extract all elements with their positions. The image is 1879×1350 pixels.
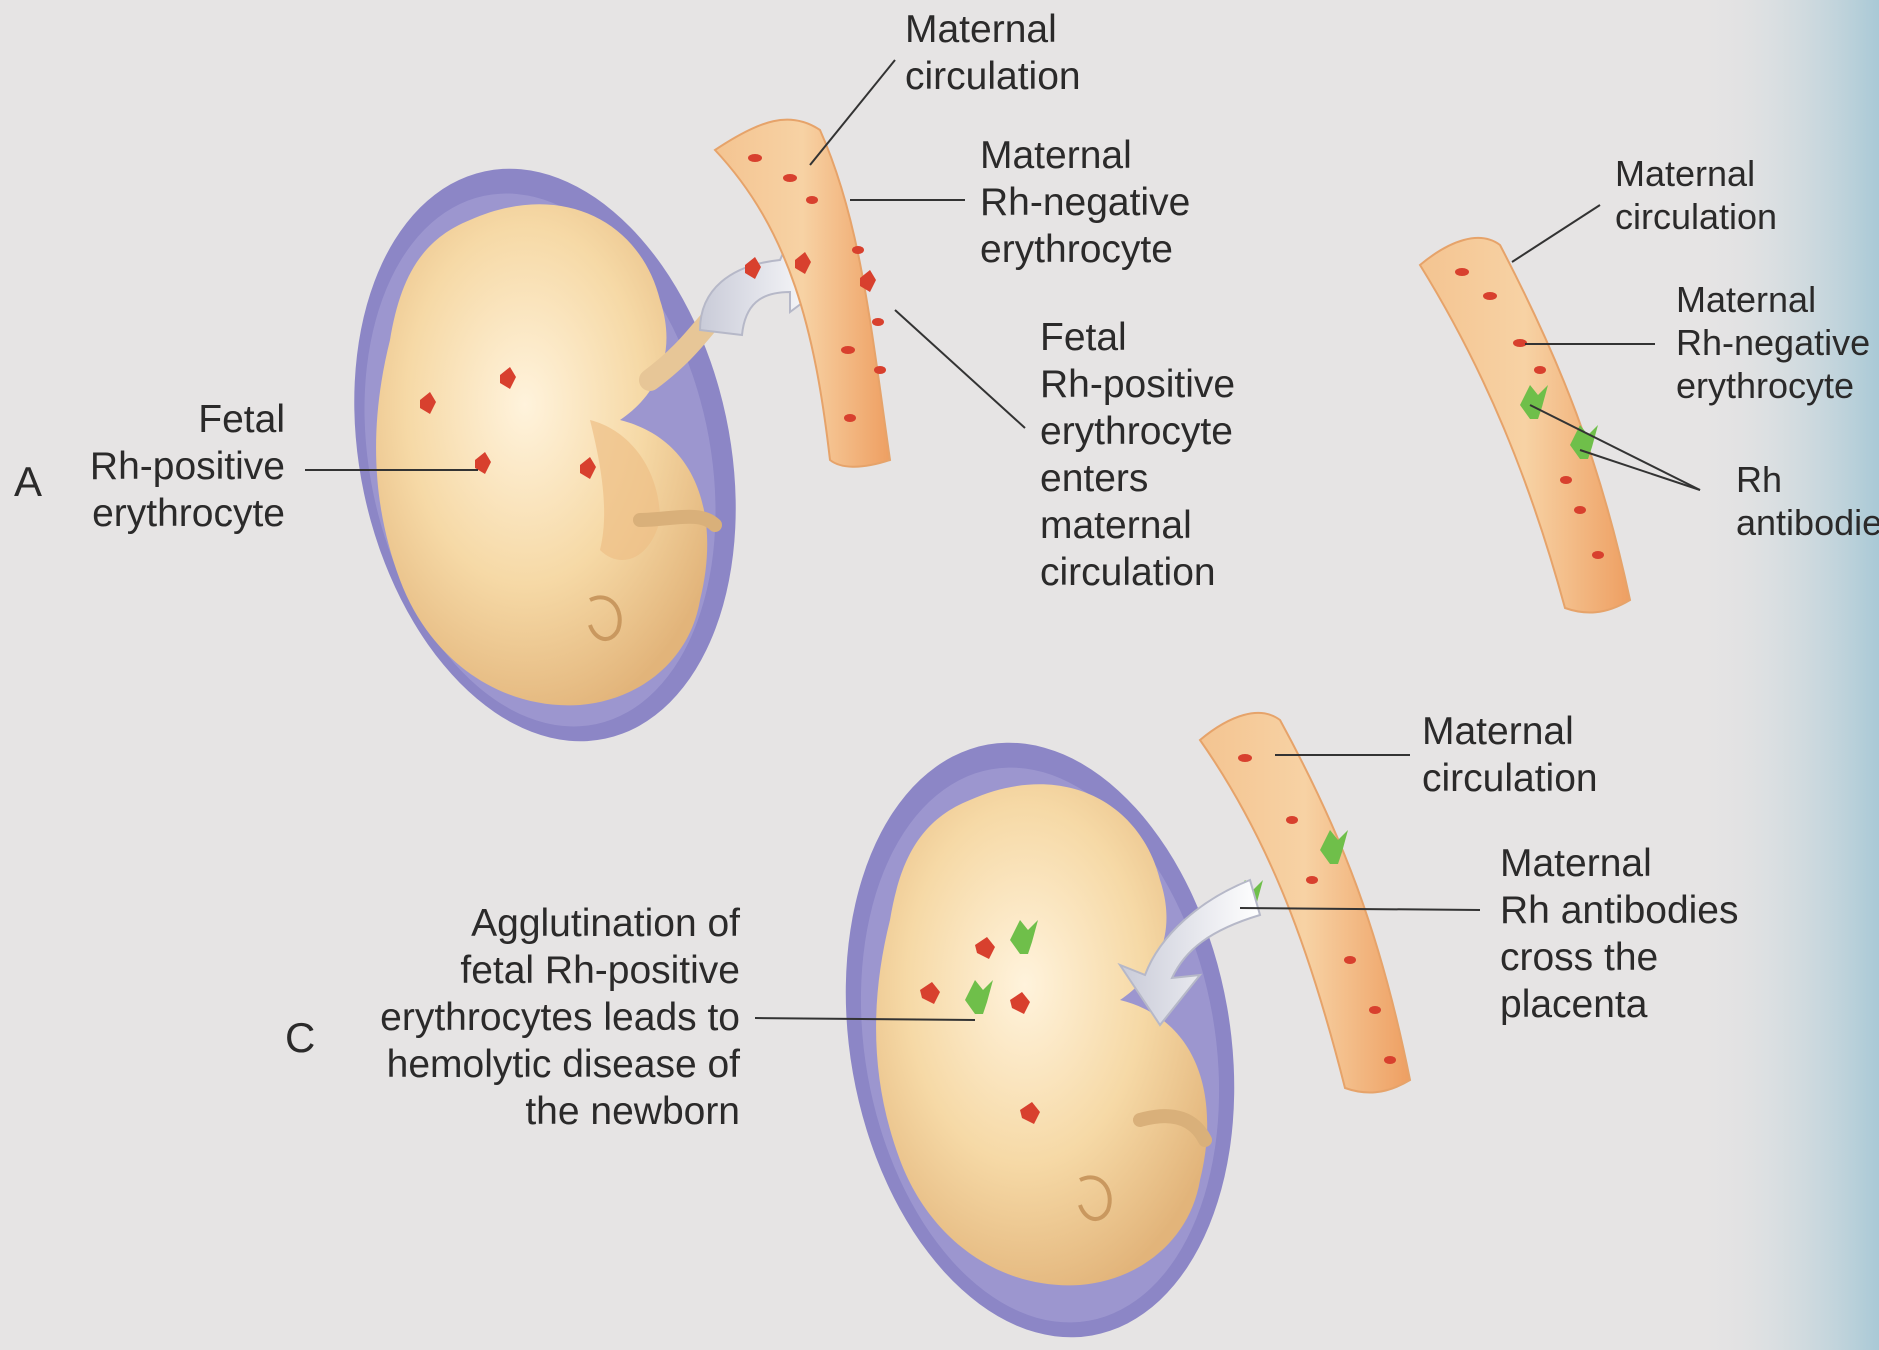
label-b-maternal-rh-negative: Maternal Rh-negative erythrocyte [1676, 278, 1870, 407]
panel-a-letter: A [14, 458, 42, 506]
label-c-maternal-antibodies-cross: Maternal Rh antibodies cross the placent… [1500, 840, 1739, 1028]
label-c-maternal-circulation: Maternal circulation [1422, 708, 1598, 802]
panel-b-illustration [1420, 238, 1630, 613]
panel-c-illustration [801, 712, 1410, 1350]
panel-a-illustration [304, 120, 890, 778]
label-b-rh-antibodies: Rh antibodies [1736, 458, 1879, 544]
label-a-fetal-rh-positive: Fetal Rh-positive erythrocyte [40, 396, 285, 537]
label-c-agglutination: Agglutination of fetal Rh-positive eryth… [340, 900, 740, 1135]
label-b-maternal-circulation: Maternal circulation [1615, 152, 1777, 238]
label-a-fetal-enters: Fetal Rh-positive erythrocyte enters mat… [1040, 314, 1235, 596]
label-a-maternal-rh-negative: Maternal Rh-negative erythrocyte [980, 132, 1190, 273]
label-a-maternal-circulation: Maternal circulation [905, 6, 1081, 100]
panel-c-letter: C [285, 1014, 315, 1062]
